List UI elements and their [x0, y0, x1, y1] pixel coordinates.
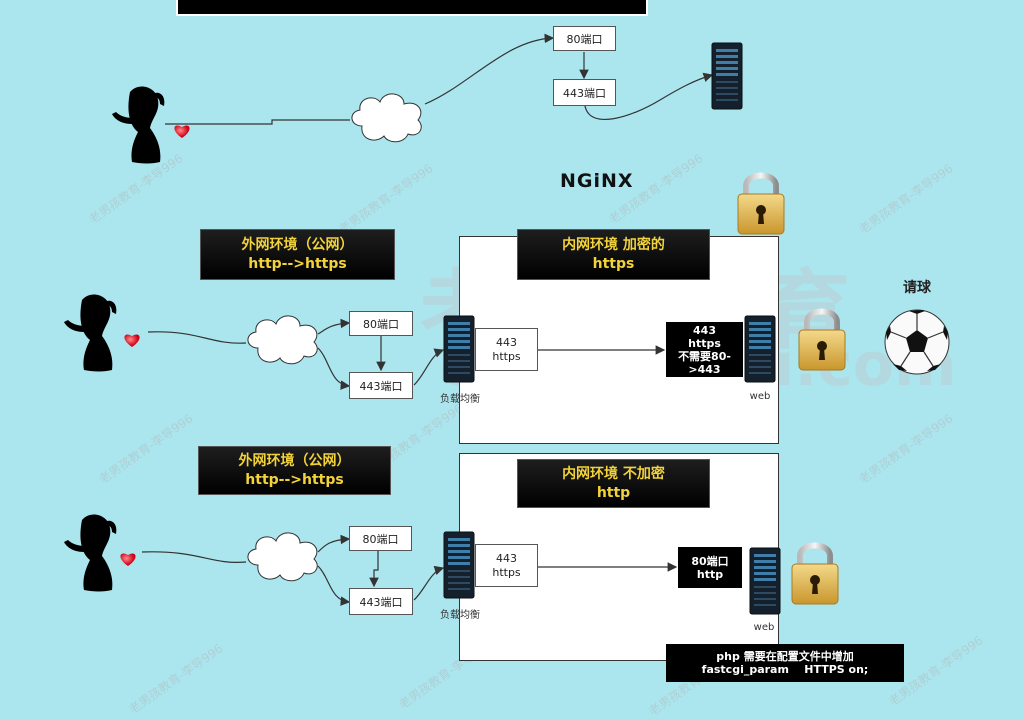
web-server-icon — [744, 315, 776, 383]
heart-icon — [124, 334, 140, 347]
bottom-external-label-line1: 外网环境（公网） — [238, 452, 351, 469]
bottom-lb-box-line1: 443 — [496, 551, 517, 565]
mid-external-label-line2: http-->https — [248, 255, 347, 272]
bottom-external-label-line2: http-->https — [245, 471, 344, 488]
mid-web-note-line2: https — [688, 336, 721, 350]
bottom-lb-box-line2: https — [492, 565, 521, 579]
load-balancer-server-icon — [443, 315, 475, 383]
person-icon — [64, 294, 117, 372]
mid-lb-caption: 负载均衡 — [440, 394, 480, 405]
php-note-line2: fastcgi_param HTTPS on; — [701, 663, 869, 676]
mid-port-443-box: 443端口 — [349, 372, 413, 399]
mid-port-80-box: 80端口 — [349, 311, 413, 336]
mid-lb-box-line2: https — [492, 349, 521, 363]
mid-internal-label: 内网环境 加密的 https — [517, 229, 710, 280]
top-banner — [176, 0, 648, 16]
lock-icon — [792, 546, 838, 605]
bottom-web-caption: web — [753, 622, 775, 633]
mid-internal-label-line2: https — [592, 255, 635, 272]
cloud-icon — [351, 93, 422, 143]
bottom-web-note: 80端口 http — [678, 547, 742, 588]
top-port-443-box: 443端口 — [553, 79, 616, 106]
ball-label: 请球 — [903, 280, 931, 296]
bottom-internal-label-line1: 内网环境 不加密 — [562, 465, 665, 482]
bottom-port-443-box: 443端口 — [349, 588, 413, 615]
mid-web-note-line4: >443 — [688, 362, 721, 376]
lock-icon — [738, 176, 784, 235]
mid-web-note-line3: 不需要80- — [678, 349, 731, 363]
php-note-line1: php 需要在配置文件中增加 — [716, 650, 854, 663]
server-icon — [711, 42, 743, 110]
cloud-icon — [247, 532, 318, 582]
bottom-external-label: 外网环境（公网） http-->https — [198, 446, 391, 495]
load-balancer-server-icon — [443, 531, 475, 599]
top-port-80-box: 80端口 — [553, 26, 616, 51]
heart-icon — [120, 553, 136, 566]
soccer-ball-icon — [884, 309, 950, 375]
mid-web-note-line1: 443 — [693, 323, 716, 337]
mid-web-caption: web — [749, 391, 771, 402]
mid-internal-label-line1: 内网环境 加密的 — [562, 236, 665, 253]
mid-external-label-line1: 外网环境（公网） — [241, 236, 354, 253]
php-note: php 需要在配置文件中增加 fastcgi_param HTTPS on; — [666, 644, 904, 682]
cloud-icon — [247, 315, 318, 365]
heart-icon — [174, 125, 190, 138]
nginx-logo: NGiNX — [560, 170, 634, 192]
bottom-web-note-line1: 80端口 — [691, 554, 729, 568]
person-icon — [64, 514, 117, 592]
bottom-internal-label: 内网环境 不加密 http — [517, 459, 710, 508]
mid-lb-https-box: 443 https — [475, 328, 538, 371]
bottom-internal-label-line2: http — [596, 484, 631, 501]
web-server-icon — [749, 547, 781, 615]
lock-icon — [799, 312, 845, 371]
bottom-web-note-line2: http — [696, 567, 724, 581]
mid-lb-box-line1: 443 — [496, 335, 517, 349]
mid-web-note: 443 https 不需要80- >443 — [666, 322, 743, 377]
bottom-port-80-box: 80端口 — [349, 526, 412, 551]
bottom-lb-caption: 负载均衡 — [440, 610, 480, 621]
mid-external-label: 外网环境（公网） http-->https — [200, 229, 395, 280]
person-icon — [112, 86, 165, 164]
bottom-lb-https-box: 443 https — [475, 544, 538, 587]
